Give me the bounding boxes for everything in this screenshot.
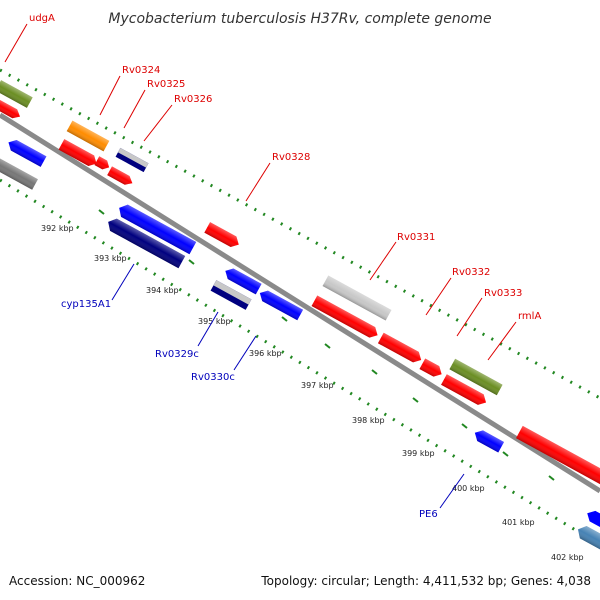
label-connector bbox=[111, 263, 135, 301]
tick-label: 401 kbp bbox=[502, 518, 535, 527]
topology-text: Topology: circular; Length: 4,411,532 bp… bbox=[261, 574, 591, 588]
gene-Rv0328[interactable] bbox=[204, 222, 241, 250]
gene-feature[interactable] bbox=[516, 425, 600, 488]
gene-feature[interactable] bbox=[107, 166, 135, 187]
tick-mark bbox=[98, 209, 105, 215]
gene-label-Rv0326: Rv0326 bbox=[174, 94, 212, 105]
gene-Rv0330c[interactable] bbox=[257, 288, 304, 321]
tick-label: 394 kbp bbox=[146, 286, 179, 295]
tick-label: 395 kbp bbox=[198, 317, 231, 326]
tick-mark bbox=[324, 343, 331, 349]
label-connector bbox=[369, 241, 397, 281]
gene-feature[interactable] bbox=[575, 523, 600, 551]
gene-rmlA[interactable] bbox=[449, 358, 503, 396]
label-connector bbox=[233, 335, 257, 371]
label-connector bbox=[425, 277, 452, 316]
gene-label-Rv0328: Rv0328 bbox=[272, 152, 310, 163]
gene-Rv0324[interactable] bbox=[66, 120, 110, 152]
tick-label: 399 kbp bbox=[402, 449, 435, 458]
map-title: Mycobacterium tuberculosis H37Rv, comple… bbox=[108, 11, 491, 27]
label-connectors bbox=[4, 23, 517, 509]
accession-text: Accession: NC_000962 bbox=[9, 574, 146, 588]
label-connector bbox=[197, 311, 219, 347]
gene-feature[interactable] bbox=[222, 266, 262, 295]
gene-feature[interactable] bbox=[441, 374, 489, 408]
label-connector bbox=[143, 104, 173, 142]
gene-label-rmlA: rmlA bbox=[518, 311, 541, 322]
tick-mark bbox=[548, 475, 555, 481]
label-connector bbox=[4, 23, 28, 63]
tick-label: 393 kbp bbox=[94, 254, 127, 263]
label-connector bbox=[99, 75, 121, 116]
gene-label-Rv0331: Rv0331 bbox=[397, 232, 435, 243]
tick-mark bbox=[188, 259, 195, 265]
gene-label-Rv0329c: Rv0329c bbox=[155, 349, 199, 360]
tick-mark bbox=[371, 369, 378, 375]
tick-mark bbox=[461, 423, 468, 429]
tick-label: 392 kbp bbox=[41, 224, 74, 233]
gene-feature[interactable] bbox=[6, 137, 47, 167]
tick-label: 396 kbp bbox=[249, 349, 282, 358]
gene-feature[interactable] bbox=[584, 508, 600, 529]
gene-cyp135A1[interactable] bbox=[105, 216, 186, 269]
label-connector bbox=[123, 89, 146, 129]
gene-feature[interactable] bbox=[0, 96, 22, 121]
gene-label-udgA: udgA bbox=[29, 13, 55, 24]
tick-mark bbox=[281, 316, 288, 322]
gene-Rv0332[interactable] bbox=[377, 332, 424, 366]
outer-dotted-ring bbox=[0, 68, 600, 400]
gene-Rv0325[interactable] bbox=[94, 156, 111, 171]
gene-Rv0331[interactable] bbox=[322, 275, 392, 321]
gene-labels: udgA Rv0324 Rv0325 Rv0326 Rv0328 Rv0331 … bbox=[29, 13, 541, 520]
gene-label-Rv0333: Rv0333 bbox=[484, 288, 522, 299]
gene-Rv0329c[interactable] bbox=[210, 280, 252, 310]
gene-feature[interactable] bbox=[58, 139, 100, 169]
gene-label-PE6: PE6 bbox=[419, 509, 438, 520]
tick-label: 402 kbp bbox=[551, 553, 584, 562]
gene-feature[interactable] bbox=[116, 202, 197, 255]
gene-Rv0326[interactable] bbox=[115, 147, 149, 173]
gene-label-Rv0332: Rv0332 bbox=[452, 267, 490, 278]
genome-backbone bbox=[0, 112, 600, 494]
label-connector bbox=[245, 162, 271, 202]
tick-mark bbox=[502, 451, 509, 457]
tick-label: 400 kbp bbox=[452, 484, 485, 493]
gene-feature[interactable] bbox=[311, 295, 381, 340]
gene-udgA[interactable] bbox=[0, 80, 33, 108]
gene-label-Rv0330c: Rv0330c bbox=[191, 372, 235, 383]
label-connector bbox=[487, 321, 517, 361]
tick-labels: 392 kbp 393 kbp 394 kbp 395 kbp 396 kbp … bbox=[41, 224, 584, 562]
gene-label-Rv0324: Rv0324 bbox=[122, 65, 160, 76]
tick-mark bbox=[412, 397, 419, 403]
gene-PE6[interactable] bbox=[472, 428, 505, 453]
tick-label: 397 kbp bbox=[301, 381, 334, 390]
gene-Rv0333[interactable] bbox=[419, 358, 444, 379]
gene-label-cyp135A1: cyp135A1 bbox=[61, 299, 111, 310]
gene-feature[interactable] bbox=[0, 156, 38, 190]
label-connector bbox=[456, 297, 483, 337]
gene-features bbox=[0, 80, 600, 551]
inner-dotted-ring bbox=[0, 178, 600, 547]
gene-label-Rv0325: Rv0325 bbox=[147, 79, 185, 90]
tick-label: 398 kbp bbox=[352, 416, 385, 425]
label-connector bbox=[439, 473, 465, 509]
